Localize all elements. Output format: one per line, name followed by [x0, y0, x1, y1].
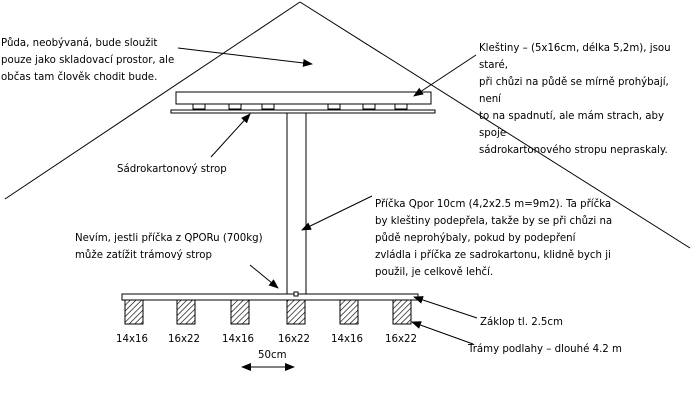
- floor-beam: [124, 299, 144, 325]
- partition-annotation: Příčka Qpor 10cm (4,2x2.5 m=9m2). Ta pří…: [375, 199, 613, 278]
- question-annotation: Nevím, jestli příčka z QPORu (700kg) můž…: [75, 233, 263, 261]
- floor-beam: [339, 299, 359, 325]
- partition-wall: [286, 112, 307, 295]
- leader-arrows: [177, 47, 478, 345]
- beam-size-label: 16x22: [385, 334, 417, 345]
- collar-tie-beam: [175, 91, 432, 105]
- beam-size-label: 14x16: [331, 334, 363, 345]
- roof-outline: [4, 1, 691, 249]
- ceiling-battens: [192, 103, 408, 110]
- spacing-label: 50cm: [258, 350, 287, 361]
- joists-annotation: Kleštiny – (5x16cm, délka 5,2m), jsou st…: [479, 43, 671, 156]
- question-leader-arrow: [249, 264, 279, 289]
- beam-size-label: 16x22: [168, 334, 200, 345]
- beam-size-label: 14x16: [222, 334, 254, 345]
- floor-beam: [392, 299, 412, 325]
- attic-annotation: Půda, neobývaná, bude sloužit pouze jako…: [1, 38, 175, 83]
- attic-leader-arrow: [177, 47, 313, 67]
- partition-leader-arrow: [301, 195, 373, 231]
- ceiling-annotation: Sádrokartonový strop: [117, 164, 227, 175]
- joists-leader-arrow: [413, 54, 477, 97]
- beams-annotation: Trámy podlahy – dlouhé 4.2 m: [468, 344, 622, 355]
- subfloor-annotation: Záklop tl. 2.5cm: [480, 317, 563, 328]
- beams-leader-arrow: [411, 321, 474, 345]
- beam-size-label: 16x22: [278, 334, 310, 345]
- subfloor-leader-arrow: [413, 296, 478, 319]
- subfloor-board: [121, 293, 419, 301]
- floor-beams: [124, 299, 412, 325]
- partition-footing: [293, 291, 299, 297]
- floor-beam: [286, 299, 306, 325]
- ceiling-leader-arrow: [210, 113, 251, 158]
- floor-beam: [230, 299, 250, 325]
- floor-beam: [176, 299, 196, 325]
- beam-size-label: 14x16: [116, 334, 148, 345]
